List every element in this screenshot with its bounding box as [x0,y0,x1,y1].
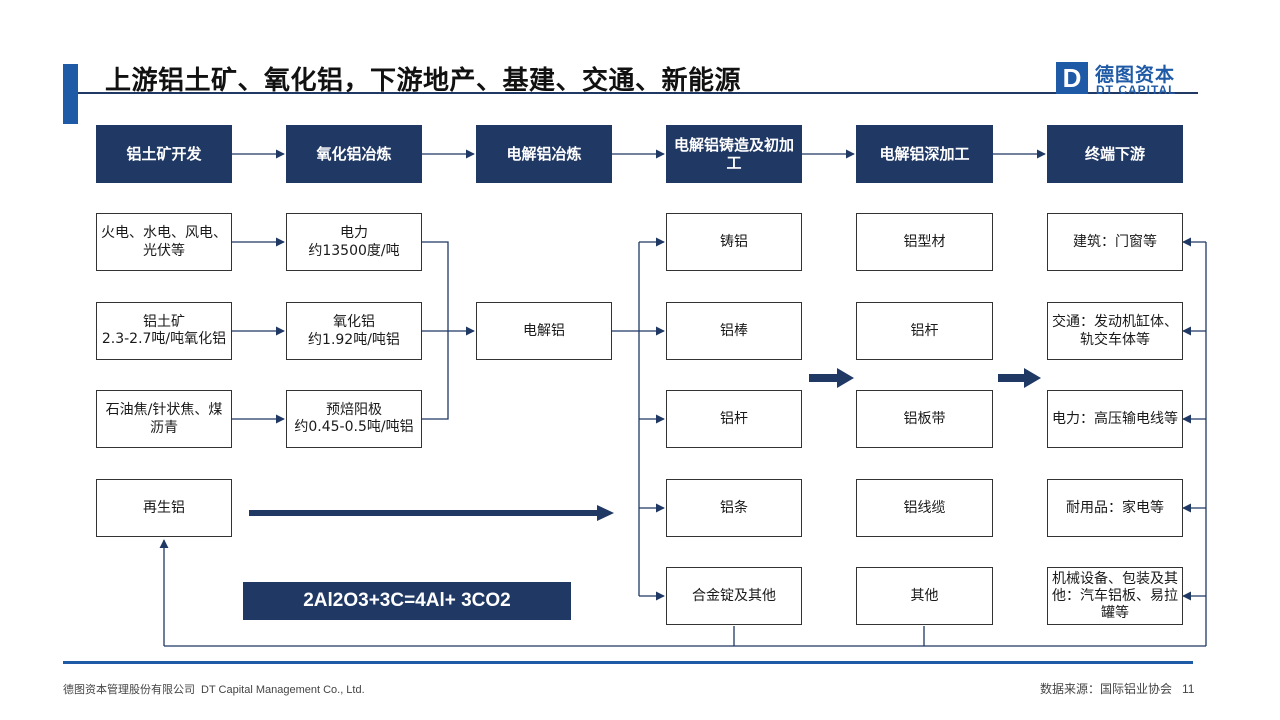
chemical-formula: 2Al2O3+3C=4Al+ 3CO2 [243,582,571,620]
machinery-packaging-box: 机械设备、包装及其他：汽车铝板、易拉罐等 [1047,567,1183,625]
data-source: 数据来源：国际铝业协会 [1040,682,1173,696]
page-title: 上游铝土矿、氧化铝，下游地产、基建、交通、新能源 [105,66,742,96]
power-grid-box: 电力：高压输电线等 [1047,390,1183,448]
alumina-box: 氧化铝 约1.92吨/吨铝 [286,302,422,360]
logo-name-cn: 德图资本 [1095,64,1176,86]
logo-name-en: DT CAPITAL [1096,83,1177,97]
durables-box: 耐用品：家电等 [1047,479,1183,537]
header-end-use: 终端下游 [1047,125,1183,183]
page-number: 11 [1182,682,1195,696]
other-products-box: 其他 [856,567,993,625]
aluminum-cable-box: 铝线缆 [856,479,993,537]
company-name-en: DT Capital Management Co., Ltd. [201,684,365,696]
title-accent-bar [63,64,78,124]
logo-icon: D [1056,62,1088,94]
petroleum-coke-box: 石油焦/针状焦、煤沥青 [96,390,232,448]
prebaked-anode-box: 预焙阳极 约0.45-0.5吨/吨铝 [286,390,422,448]
bauxite-box: 铝土矿 2.3-2.7吨/吨氧化铝 [96,302,232,360]
title-divider [78,92,1198,94]
transportation-box: 交通：发动机缸体、轨交车体等 [1047,302,1183,360]
power-box: 电力 约13500度/吨 [286,213,422,271]
electrolytic-aluminum-box: 电解铝 [476,302,612,360]
aluminum-profile-box: 铝型材 [856,213,993,271]
alloy-ingot-box: 合金锭及其他 [666,567,802,625]
recycled-aluminum-box: 再生铝 [96,479,232,537]
header-casting: 电解铝铸造及初加工 [666,125,802,183]
header-deep-processing: 电解铝深加工 [856,125,993,183]
footer-company: 德图资本管理股份有限公司 DT Capital Management Co., L… [63,681,365,697]
footer-source: 数据来源：国际铝业协会 11 [1040,680,1194,697]
construction-box: 建筑：门窗等 [1047,213,1183,271]
header-bauxite-mining: 铝土矿开发 [96,125,232,183]
energy-sources-box: 火电、水电、风电、光伏等 [96,213,232,271]
aluminum-strip-box: 铝条 [666,479,802,537]
aluminum-rod-box: 铝棒 [666,302,802,360]
aluminum-bar-deep-box: 铝杆 [856,302,993,360]
company-name-cn: 德图资本管理股份有限公司 [63,683,195,696]
cast-aluminum-box: 铸铝 [666,213,802,271]
header-electrolytic-smelting: 电解铝冶炼 [476,125,612,183]
header-alumina-smelting: 氧化铝冶炼 [286,125,422,183]
footer-divider [63,661,1193,664]
aluminum-bar-box: 铝杆 [666,390,802,448]
aluminum-sheet-box: 铝板带 [856,390,993,448]
